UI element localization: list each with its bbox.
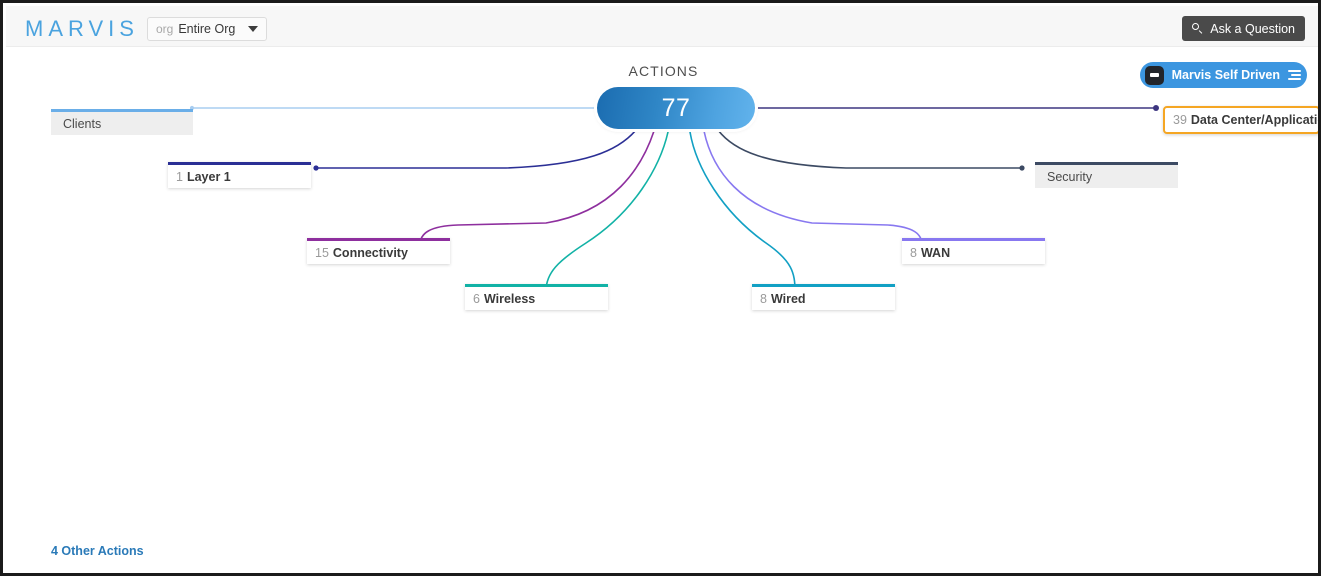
ask-a-question-label: Ask a Question xyxy=(1210,21,1295,36)
actions-center-node[interactable]: 77 xyxy=(597,87,755,129)
category-name-clients: Clients xyxy=(63,116,102,131)
actions-count: 77 xyxy=(661,93,691,122)
category-name-wireless: Wireless xyxy=(483,291,536,306)
category-count-connectivity: 15 xyxy=(315,245,329,260)
category-box-wan[interactable]: 8 WAN xyxy=(902,238,1045,264)
category-name-layer1: Layer 1 xyxy=(186,169,231,184)
category-box-connectivity[interactable]: 15 Connectivity xyxy=(307,238,450,264)
category-box-wired[interactable]: 8 Wired xyxy=(752,284,895,310)
marvis-self-driven-label: Marvis Self Driven xyxy=(1171,68,1280,82)
category-box-security[interactable]: Security xyxy=(1035,162,1178,188)
marvis-logo: MARVIS xyxy=(25,16,139,41)
actions-canvas: ACTIONS xyxy=(6,47,1321,573)
page-title: ACTIONS xyxy=(628,63,699,79)
other-actions-link[interactable]: 4 Other Actions xyxy=(51,544,144,558)
chevron-down-icon xyxy=(248,26,258,32)
category-count-wireless: 6 xyxy=(473,291,480,306)
category-box-wireless[interactable]: 6 Wireless xyxy=(465,284,608,310)
category-count-layer1: 1 xyxy=(176,169,183,184)
hamburger-menu-icon[interactable] xyxy=(1288,70,1301,80)
category-count-wan: 8 xyxy=(910,245,917,260)
category-name-datacenter: Data Center/Application xyxy=(1190,113,1321,127)
app-header: MARVIS org Entire Org Ask a Question xyxy=(6,6,1318,47)
category-count-wired: 8 xyxy=(760,291,767,306)
marvis-self-driven-toggle[interactable]: Marvis Self Driven xyxy=(1139,62,1307,88)
category-name-wired: Wired xyxy=(770,291,806,306)
category-box-datacenter[interactable]: 39 Data Center/Application xyxy=(1163,106,1321,134)
category-name-security: Security xyxy=(1047,169,1093,184)
category-count-datacenter: 39 xyxy=(1173,113,1187,127)
category-box-clients[interactable]: Clients xyxy=(51,109,193,135)
category-box-layer1[interactable]: 1 Layer 1 xyxy=(168,162,311,188)
category-name-connectivity: Connectivity xyxy=(332,245,408,260)
category-name-wan: WAN xyxy=(920,245,951,260)
robot-avatar-icon xyxy=(1144,65,1164,85)
search-icon xyxy=(1192,23,1203,34)
ask-a-question-button[interactable]: Ask a Question xyxy=(1182,16,1305,41)
org-selector-tag: org xyxy=(156,22,174,36)
org-selector-value: Entire Org xyxy=(178,22,236,36)
org-selector[interactable]: org Entire Org xyxy=(147,17,267,41)
